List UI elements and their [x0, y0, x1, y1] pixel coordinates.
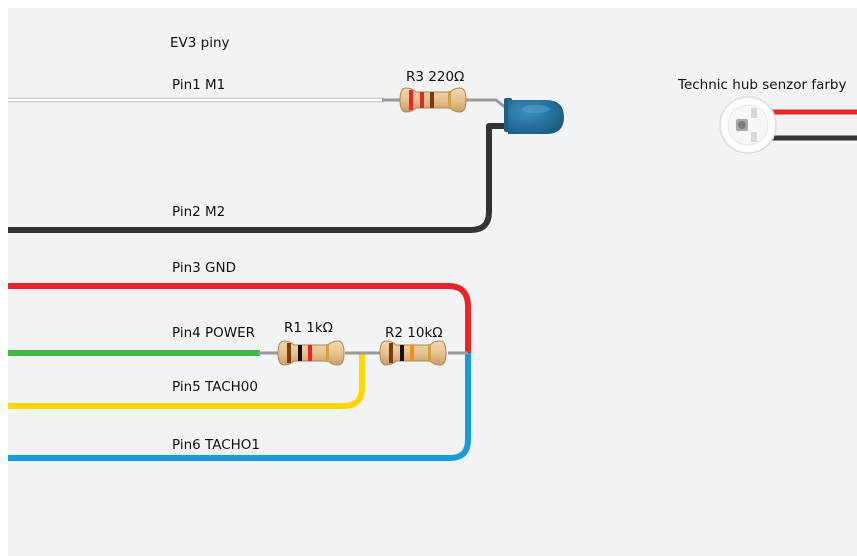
r2-band-1 — [389, 343, 393, 363]
wire-pin2 — [8, 123, 506, 233]
r3-band-2 — [420, 92, 424, 108]
r2-band-2 — [400, 345, 404, 361]
resistor-r1 — [277, 340, 345, 366]
r1-band-4 — [326, 344, 329, 362]
label-pin4: Pin4 POWER — [172, 325, 256, 341]
r3-band-4 — [448, 91, 451, 109]
label-pin3: Pin3 GND — [172, 260, 236, 276]
circuit-canvas: EV3 piny Pin1 M1 Pin2 M2 Pin3 GND Pin4 P… — [8, 8, 857, 556]
led — [504, 98, 564, 134]
label-r3: R3 220Ω — [406, 69, 465, 85]
label-pin2: Pin2 M2 — [172, 204, 226, 220]
label-r2: R2 10kΩ — [385, 325, 443, 341]
r2-band-3 — [410, 345, 414, 361]
wire-r3-led — [466, 98, 507, 110]
r2-band-4 — [428, 344, 431, 362]
wire-pin6 — [8, 353, 471, 461]
r1-band-1 — [287, 343, 291, 363]
label-pin6: Pin6 TACHO1 — [172, 437, 261, 453]
resistor-r2 — [379, 340, 447, 366]
r3-band-1 — [409, 90, 413, 110]
resistor-r3 — [399, 87, 467, 113]
label-r1: R1 1kΩ — [284, 320, 333, 336]
wire-pin3 — [8, 283, 471, 353]
label-sensor: Technic hub senzor farby — [678, 77, 847, 93]
label-pin1: Pin1 M1 — [172, 77, 226, 93]
r1-band-2 — [298, 345, 302, 361]
wire-pin5 — [8, 353, 365, 409]
r1-band-3 — [308, 345, 312, 361]
r3-band-3 — [430, 92, 434, 108]
circuit-diagram — [8, 87, 857, 461]
color-sensor — [719, 96, 857, 154]
label-pin5: Pin5 TACH00 — [172, 379, 258, 395]
diagram-title: EV3 piny — [170, 35, 230, 51]
